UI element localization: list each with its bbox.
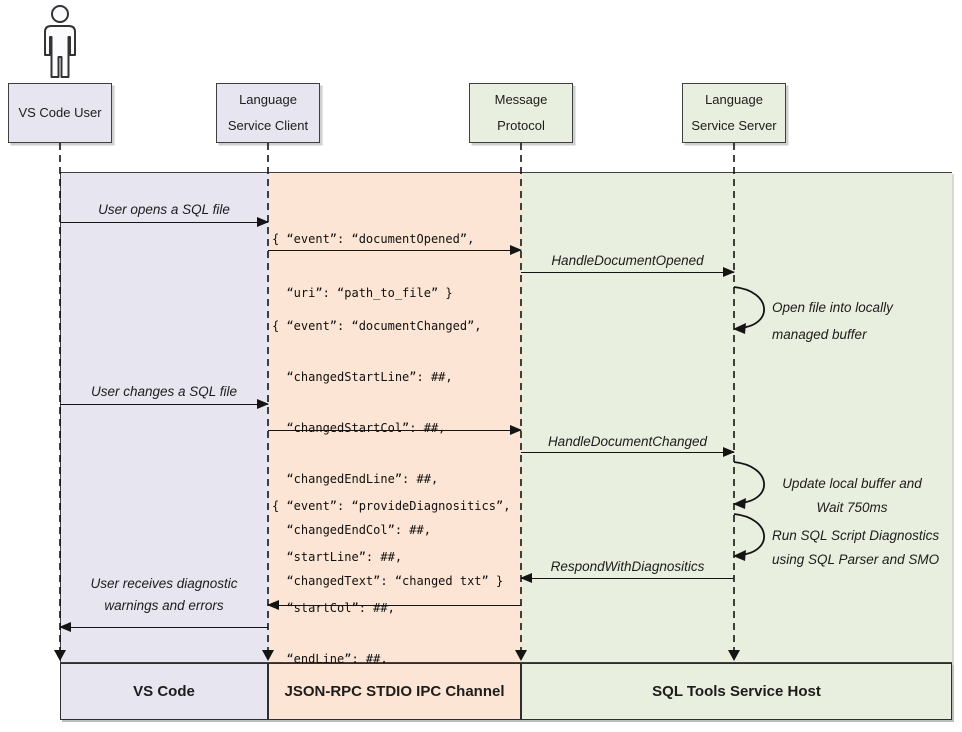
- footer-label: VS Code: [133, 683, 195, 700]
- actor-vscode-user: VS Code User: [8, 83, 112, 143]
- self-loop-run-diagnostics: [733, 513, 765, 561]
- arrow-user-opens: [60, 217, 269, 227]
- region-vscode: [61, 173, 269, 662]
- actor-label: VS Code User: [18, 105, 102, 120]
- arrowhead-right: [510, 245, 522, 255]
- arrow-handle-document-changed: [521, 447, 735, 457]
- lifeline-band: [60, 172, 952, 663]
- arrow-diagnostics-to-user: [59, 622, 268, 632]
- actor-language-service-server: Language Service Server: [682, 83, 786, 143]
- actor-language-service-client: Language Service Client: [216, 83, 320, 143]
- message-label: HandleDocumentChanged: [547, 434, 708, 449]
- region-ipc-channel: [269, 173, 522, 662]
- arrowhead-right: [723, 447, 735, 457]
- person-icon: [44, 5, 76, 78]
- actor-label: Message: [494, 92, 548, 107]
- footer-vscode: VS Code: [60, 663, 268, 720]
- message-label: HandleDocumentOpened: [551, 253, 704, 268]
- actor-message-protocol: Message Protocol: [469, 83, 573, 143]
- footer-sql-tools-service-host: SQL Tools Service Host: [521, 663, 952, 720]
- message-label: User opens a SQL file: [98, 202, 230, 217]
- arrow-document-opened: [268, 245, 522, 255]
- lifeline-end-arrow: [728, 650, 740, 661]
- payload-document-changed: { “event”: “documentChanged”, “changedSt…: [272, 319, 504, 588]
- actor-label: Protocol: [497, 118, 545, 133]
- message-label: User changes a SQL file: [90, 384, 238, 399]
- arrowhead-left: [733, 498, 746, 509]
- arrow-diagnostics-to-client: [267, 600, 521, 610]
- arrowhead-right: [257, 399, 269, 409]
- footer-label: SQL Tools Service Host: [652, 683, 821, 700]
- message-label: RespondWithDiagnositics: [550, 559, 705, 574]
- arrow-document-changed: [268, 425, 522, 435]
- footer-jsonrpc-channel: JSON-RPC STDIO IPC Channel: [268, 663, 521, 720]
- footer-label: JSON-RPC STDIO IPC Channel: [284, 683, 505, 700]
- payload-document-opened: { “event”: “documentOpened”, “uri”: “pat…: [272, 232, 475, 300]
- note-open-file: Open file into locally managed buffer: [772, 300, 893, 342]
- lifeline-end-arrow: [262, 650, 274, 661]
- actor-label: Service Client: [227, 118, 309, 133]
- actor-label: Service Server: [691, 118, 777, 133]
- arrowhead-right: [510, 425, 522, 435]
- arrowhead-right: [257, 217, 269, 227]
- arrow-handle-document-opened: [521, 267, 735, 277]
- arrowhead-right: [723, 267, 735, 277]
- lifeline-end-arrow: [54, 650, 66, 661]
- self-loop-update-buffer: [733, 461, 765, 509]
- arrowhead-left: [733, 323, 746, 334]
- note-run-diagnostics: Run SQL Script Diagnostics using SQL Par…: [772, 528, 940, 567]
- arrowhead-left: [733, 550, 746, 561]
- arrowhead-left: [267, 600, 279, 610]
- note-update-buffer: Update local buffer and Wait 750ms: [782, 476, 922, 515]
- region-service-host: [522, 173, 952, 662]
- self-loop-open-file: [733, 286, 765, 334]
- arrow-respond-with-diagnositics: [520, 573, 734, 583]
- lifeline-end-arrow: [515, 650, 527, 661]
- arrowhead-left: [59, 622, 71, 632]
- message-label: User receives diagnostic warnings and er…: [90, 576, 238, 613]
- arrowhead-left: [520, 573, 532, 583]
- actor-label: Language: [705, 92, 763, 107]
- actor-label: Language: [239, 92, 297, 107]
- arrow-user-changes: [60, 399, 269, 409]
